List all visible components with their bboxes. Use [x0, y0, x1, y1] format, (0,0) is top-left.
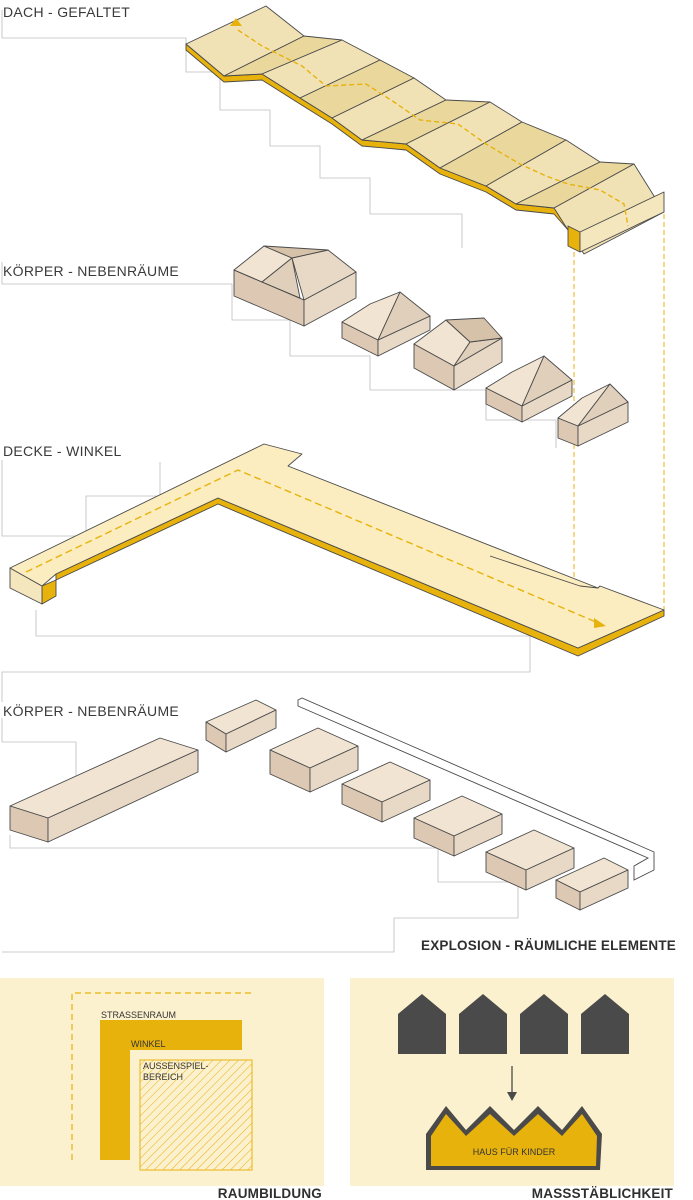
label-koerper-1: KÖRPER - NEBENRÄUME	[3, 262, 179, 279]
box-1	[269, 727, 359, 793]
long-box	[9, 737, 199, 843]
label-dach: DACH - GEFALTET	[3, 4, 130, 20]
combined-house	[431, 1114, 597, 1166]
roof-circulation-path	[237, 29, 629, 227]
label-koerper-2: KÖRPER - NEBENRÄUME	[3, 702, 179, 719]
small-box	[205, 699, 277, 753]
box-bodies	[9, 697, 655, 911]
caption-massstab: MASSSTÄBLICHKEIT	[532, 1186, 674, 1200]
angle-slab	[9, 443, 665, 657]
gabled-body-4	[485, 355, 573, 423]
gabled-body-3	[413, 317, 503, 391]
slab-path-arrow	[594, 618, 606, 628]
house-icon-3	[520, 994, 568, 1054]
box-2	[341, 761, 431, 823]
label-aussen-line1: AUSSENSPIEL-	[143, 1061, 209, 1071]
house-icon-2	[459, 994, 507, 1054]
label-winkel: WINKEL	[131, 1039, 166, 1049]
raumbildung-panel: STRASSENRAUM WINKEL AUSSENSPIEL- BEREICH	[0, 978, 324, 1186]
label-strassenraum: STRASSENRAUM	[101, 1010, 176, 1020]
label-decke: DECKE - WINKEL	[3, 443, 122, 459]
outline-frame	[297, 697, 655, 881]
house-icon-1	[398, 994, 446, 1054]
box-3	[413, 795, 503, 857]
box-5	[555, 857, 629, 911]
play-area-hatch	[139, 1059, 253, 1171]
gabled-bodies	[233, 245, 629, 447]
roof-path-arrow	[230, 18, 242, 26]
gabled-body-2	[341, 291, 431, 357]
label-aussen-line2: BEREICH	[143, 1072, 183, 1082]
slab-top	[9, 443, 665, 649]
box-4	[485, 829, 575, 891]
street-dashed-line	[71, 992, 254, 1160]
gabled-body-5	[557, 383, 629, 447]
gabled-body-1	[233, 245, 357, 327]
caption-raumbildung: RAUMBILDUNG	[218, 1186, 322, 1200]
house-icon-4	[581, 994, 629, 1054]
winkel-shape	[100, 1020, 242, 1160]
folded-roof	[185, 5, 665, 255]
label-explosion: EXPLOSION - RÄUMLICHE ELEMENTE	[421, 938, 676, 953]
massstab-panel: HAUS FÜR KINDER	[350, 978, 674, 1186]
slab-circulation-path	[25, 469, 597, 623]
label-haus-fuer-kinder: HAUS FÜR KINDER	[473, 1147, 556, 1157]
arrow-head-icon	[507, 1092, 517, 1101]
